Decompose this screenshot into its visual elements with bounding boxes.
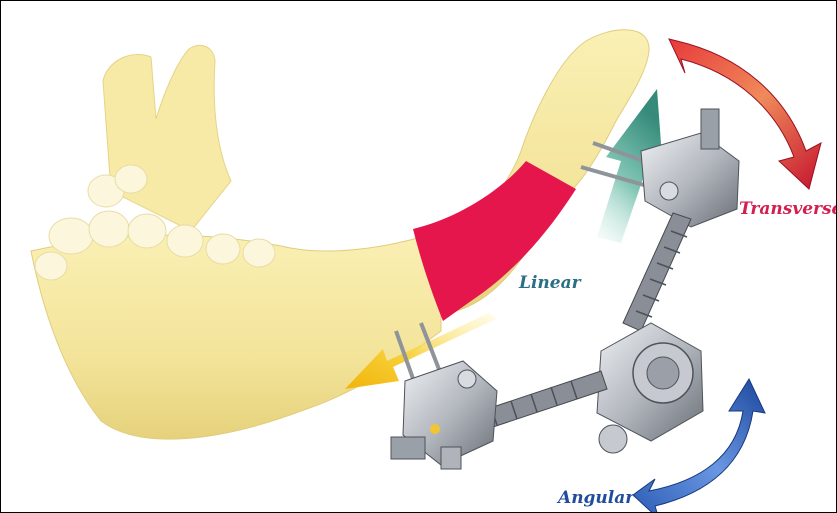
angular-label: Angular bbox=[558, 488, 634, 508]
mandible-model bbox=[31, 30, 649, 439]
linear-label: Linear bbox=[519, 273, 581, 293]
transverse-label: Transverse bbox=[739, 199, 837, 219]
